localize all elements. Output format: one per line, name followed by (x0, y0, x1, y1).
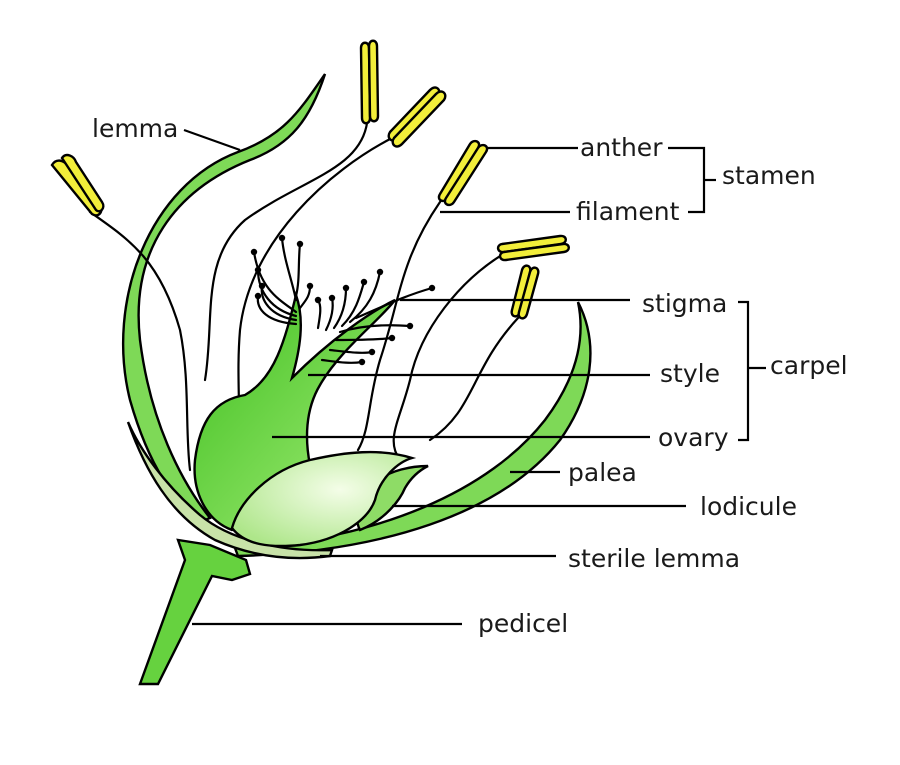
label-filament: filament (576, 197, 680, 226)
label-pedicel: pedicel (478, 609, 568, 638)
filament-6 (428, 316, 520, 442)
label-sterile-lemma: sterile lemma (568, 544, 740, 573)
filament-2 (203, 121, 369, 382)
anthers (50, 39, 570, 320)
label-style: style (660, 359, 720, 388)
label-ovary: ovary (658, 423, 729, 452)
leader-lines (183, 128, 766, 626)
label-lodicule: lodicule (700, 492, 797, 521)
palea-shape (233, 301, 592, 558)
filament-4 (356, 200, 442, 452)
filament-1 (88, 210, 192, 472)
label-stigma: stigma (642, 289, 727, 318)
label-anther: anther (580, 133, 663, 162)
pedicel-shape (138, 538, 252, 686)
label-lemma: lemma (92, 114, 178, 143)
label-palea: palea (568, 458, 637, 487)
stigma-branches (250, 234, 436, 366)
label-carpel: carpel (770, 351, 848, 380)
label-stamen: stamen (722, 161, 816, 190)
inner-palea-shape (230, 450, 417, 548)
